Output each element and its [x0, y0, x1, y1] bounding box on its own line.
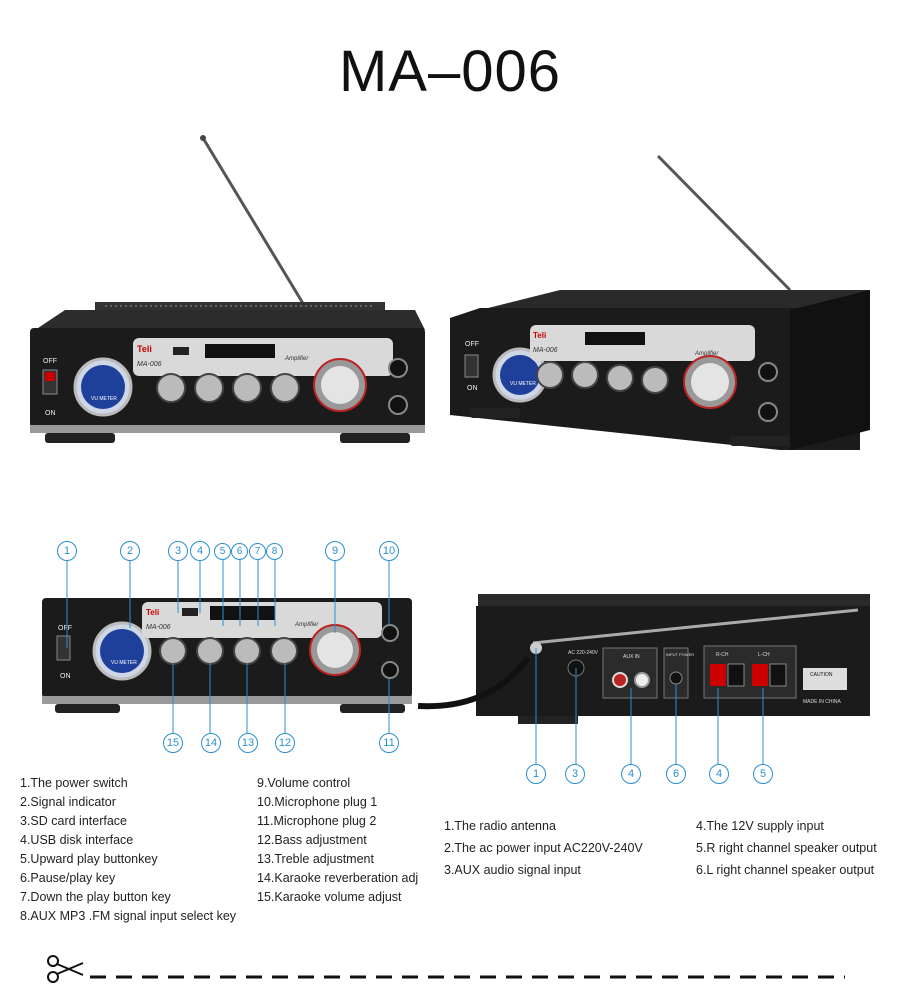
callout-6: 6 [231, 543, 248, 560]
back-legend-right: 4.The 12V supply input 5.R right channel… [696, 815, 896, 881]
front-legend-right: 9.Volume control 10.Microphone plug 1 11… [257, 774, 419, 907]
svg-text:Teli: Teli [533, 331, 546, 340]
svg-text:Amplifier: Amplifier [294, 622, 319, 628]
legend-item: 3.SD card interface [20, 814, 127, 828]
callout-5: 5 [214, 543, 231, 560]
svg-text:AC 220-240V: AC 220-240V [568, 650, 599, 656]
callout-12: 12 [275, 733, 295, 753]
legend-item: 13.Treble adjustment [257, 852, 374, 866]
legend-item: 10.Microphone plug 1 [257, 795, 378, 809]
svg-text:Amplifier: Amplifier [694, 351, 719, 357]
legend-item: 14.Karaoke reverberation adjus [257, 871, 419, 885]
svg-text:OFF: OFF [465, 341, 479, 348]
back-callout-3: 3 [565, 764, 585, 784]
page-title: MA–006 [338, 39, 562, 104]
scissors-icon [47, 955, 84, 983]
callout-4: 4 [190, 541, 210, 561]
callout-11: 11 [379, 733, 399, 753]
callout-2: 2 [120, 541, 140, 561]
legend-item: 8.AUX MP3 .FM signal input select key [20, 909, 237, 923]
legend-item: 6.L right channel speaker output [696, 863, 875, 877]
legend-item: 4.The 12V supply input [696, 819, 824, 833]
legend-item: 2.The ac power input AC220V-240V [444, 841, 643, 855]
legend-item: 7.Down the play button key [20, 890, 171, 904]
svg-text:INPUT POWER: INPUT POWER [666, 652, 694, 657]
legend-item: 4.USB disk interface [20, 833, 134, 847]
off-label: OFF [43, 358, 57, 365]
svg-text:VU METER: VU METER [111, 660, 137, 666]
callout-3: 3 [168, 541, 188, 561]
callout-10: 10 [379, 541, 399, 561]
on-label: ON [45, 410, 56, 417]
back-callout-4b: 4 [709, 764, 729, 784]
legend-item: 5.Upward play buttonkey [20, 852, 158, 866]
legend-item: 6.Pause/play key [20, 871, 116, 885]
back-legend-left: 1.The radio antenna 2.The ac power input… [444, 815, 684, 881]
svg-text:AUX IN: AUX IN [623, 654, 640, 660]
legend-item: 5.R right channel speaker output [696, 841, 877, 855]
legend-item: 3.AUX audio signal input [444, 863, 581, 877]
legend-item: 11.Microphone plug 2 [257, 814, 377, 828]
svg-text:VU METER: VU METER [91, 396, 117, 402]
svg-text:MADE IN CHINA: MADE IN CHINA [803, 699, 841, 705]
svg-text:L-CH: L-CH [758, 652, 770, 658]
legend-item: 9.Volume control [257, 776, 351, 790]
back-callout-5: 5 [753, 764, 773, 784]
svg-text:OFF: OFF [58, 625, 72, 632]
svg-text:MA-006: MA-006 [533, 347, 558, 354]
svg-text:Teli: Teli [146, 608, 159, 617]
svg-text:Amplifier: Amplifier [284, 356, 309, 362]
callout-15: 15 [163, 733, 183, 753]
svg-text:MA-006: MA-006 [137, 361, 162, 368]
legend-item: 15.Karaoke volume adjust [257, 890, 402, 904]
svg-text:Teli: Teli [137, 344, 152, 354]
legend-item: 12.Bass adjustment [257, 833, 367, 847]
callout-13: 13 [238, 733, 258, 753]
legend-item: 1.The radio antenna [444, 819, 556, 833]
amplifier-angle-photo: OFF ON VU METER Teli MA-006 Amplifier [450, 154, 870, 450]
back-callout-4a: 4 [621, 764, 641, 784]
callout-8: 8 [266, 543, 283, 560]
svg-text:ON: ON [467, 385, 478, 392]
svg-text:VU METER: VU METER [510, 381, 536, 387]
svg-text:R-CH: R-CH [716, 652, 729, 658]
back-callout-6: 6 [666, 764, 686, 784]
legend-item: 1.The power switch [20, 776, 128, 790]
back-panel-diagram: AC 220-240V AUX IN INPUT POWER R-CH L-CH… [418, 594, 870, 765]
svg-text:CAUTION: CAUTION [810, 672, 833, 678]
callout-1: 1 [57, 541, 77, 561]
legend-item: 2.Signal indicator [20, 795, 116, 809]
svg-text:ON: ON [60, 673, 71, 680]
callout-14: 14 [201, 733, 221, 753]
front-legend-left: 1.The power switch 2.Signal indicator 3.… [20, 774, 250, 926]
cut-line [47, 955, 845, 983]
callout-7: 7 [249, 543, 266, 560]
svg-text:MA-006: MA-006 [146, 624, 171, 631]
callout-9: 9 [325, 541, 345, 561]
front-panel-diagram: OFF ON VU METER Teli MA-006 Amplifier [42, 560, 412, 733]
back-callout-1: 1 [526, 764, 546, 784]
amplifier-front-photo: OFF ON VU METER Teli MA-006 Amplifier [30, 135, 425, 443]
